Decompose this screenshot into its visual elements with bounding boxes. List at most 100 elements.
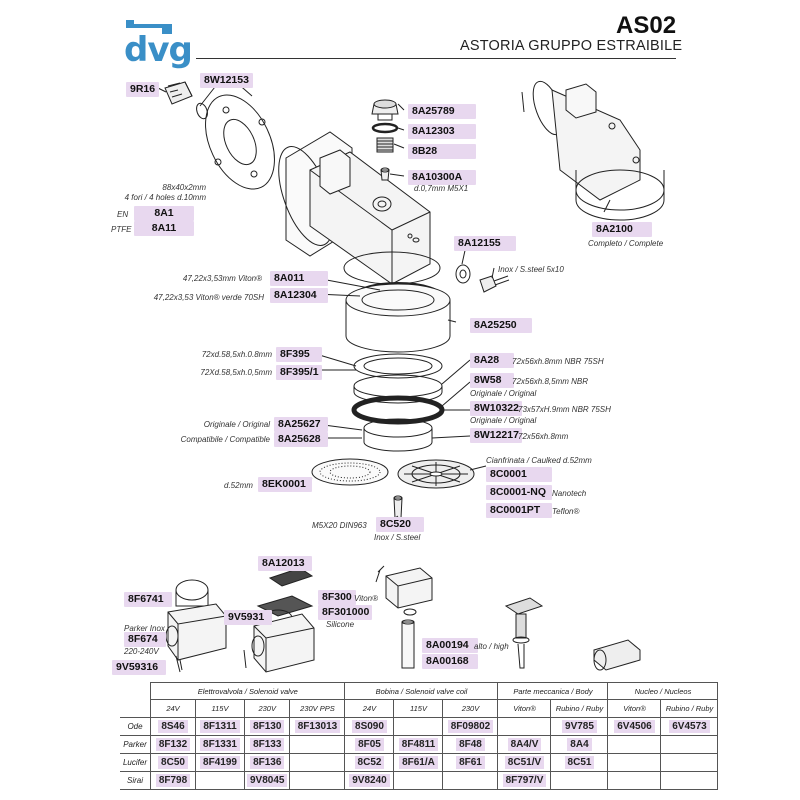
part-8A10300A[interactable]: 8A10300A	[408, 170, 476, 185]
cell-part-number[interactable]: 8C51/V	[504, 755, 545, 769]
part-8C520[interactable]: 8C520	[376, 517, 424, 532]
part-8F674[interactable]: 8F674	[124, 632, 166, 647]
cell-part-number[interactable]: 8F136	[250, 755, 285, 769]
part-8A00168[interactable]: 8A00168	[422, 654, 478, 669]
subhead: Viton®	[497, 699, 552, 718]
cell-part-number[interactable]: 8C52	[354, 755, 385, 769]
part-8A011[interactable]: 8A011	[270, 271, 328, 286]
title-divider	[196, 58, 676, 59]
logo: dvg	[122, 12, 193, 70]
part-8F3951[interactable]: 8F395/1	[276, 365, 322, 380]
cell-part-number[interactable]: 8A4/V	[507, 737, 542, 751]
part-8F300[interactable]: 8F300	[318, 590, 356, 605]
original-note-1: Originale / Original	[470, 389, 537, 398]
table-cell: 8F133	[243, 734, 291, 754]
part-8A2100-note: Completo / Complete	[588, 239, 664, 248]
part-8W10322[interactable]: 8W10322	[470, 401, 522, 416]
part-8C0001-NQ[interactable]: 8C0001-NQ	[486, 485, 552, 500]
subhead: Viton®	[607, 699, 662, 718]
subhead: 230V	[442, 699, 499, 718]
part-8F395[interactable]: 8F395	[276, 347, 322, 362]
cell-part-number[interactable]: 9V785	[562, 719, 597, 733]
table-row: Parker 8F132 8F1331 8F133 8F05 8F4811 8F48 8A4/…	[120, 734, 719, 754]
part-8A25250[interactable]: 8A25250	[470, 318, 532, 333]
original-note-2: Originale / Original	[470, 416, 537, 425]
part-8A1[interactable]: 8A1	[134, 206, 194, 221]
cell-part-number[interactable]: 9V8240	[349, 773, 390, 787]
table-cell	[660, 770, 719, 790]
table-cell	[289, 734, 346, 754]
cell-part-number[interactable]: 8F798	[155, 773, 191, 787]
table-cell: 8A4/V	[497, 734, 552, 754]
cell-part-number[interactable]: 6V4573	[669, 719, 710, 733]
row-label: Sirai	[120, 770, 151, 790]
cell-part-number[interactable]: 8A4	[567, 737, 592, 751]
cell-part-number[interactable]: 8S090	[352, 719, 387, 733]
table-cell	[550, 770, 609, 790]
part-8A12304[interactable]: 8A12304	[270, 288, 328, 303]
part-8A10300A-note: d.0,7mm M5X1	[414, 184, 469, 193]
part-8W12217-note: 72x56xh.8mm	[518, 432, 569, 441]
part-8F6741[interactable]: 8F6741	[124, 592, 172, 607]
page-title: ASTORIA GRUPPO ESTRAIBILE	[460, 38, 683, 54]
cell-part-number[interactable]: 8F1331	[200, 737, 240, 751]
part-8A11[interactable]: 8A11	[134, 221, 194, 236]
part-8EK0001[interactable]: 8EK0001	[258, 477, 312, 492]
part-9V5931[interactable]: 9V5931	[224, 610, 272, 625]
part-8A25627[interactable]: 8A25627	[274, 417, 328, 432]
gasket-note: 88x40x2mm 4 fori / 4 holes d.10mm	[124, 183, 206, 202]
part-8F301000[interactable]: 8F301000	[318, 605, 372, 620]
cell-part-number[interactable]: 8F61/A	[399, 755, 438, 769]
part-8A12155[interactable]: 8A12155	[454, 236, 516, 251]
flange-gasket-drawing	[205, 94, 275, 190]
cell-part-number[interactable]: 8F05	[355, 737, 384, 751]
cell-part-number[interactable]: 8F13013	[294, 719, 341, 733]
part-8W12153[interactable]: 8W12153	[200, 73, 253, 88]
part-8A25628[interactable]: 8A25628	[274, 432, 328, 447]
cell-part-number[interactable]: 8F797/V	[502, 773, 547, 787]
subhead: Rubino / Ruby	[660, 699, 719, 718]
part-8A12013[interactable]: 8A12013	[258, 556, 312, 571]
volt-note: 220-240V	[124, 647, 159, 656]
cell-part-number[interactable]: 8C50	[158, 755, 188, 769]
group-header-nucleus: Nucleo / Nucleos	[607, 682, 719, 700]
shower-screen-drawing	[397, 459, 475, 489]
part-8A28[interactable]: 8A28	[470, 353, 514, 368]
subhead: 230V PPS	[289, 699, 346, 718]
cell-part-number[interactable]: 8F4199	[200, 755, 240, 769]
part-9R16[interactable]: 9R16	[126, 82, 160, 97]
cell-part-number[interactable]: 8F61	[456, 755, 485, 769]
cell-part-number[interactable]: 8F09802	[447, 719, 494, 733]
part-8W12217[interactable]: 8W12217	[470, 428, 522, 443]
table-cell: 6V4573	[660, 716, 719, 736]
table-cell	[442, 770, 499, 790]
cell-part-number[interactable]: 8F132	[155, 737, 191, 751]
part-8A25789[interactable]: 8A25789	[408, 104, 476, 119]
part-8C0001PT[interactable]: 8C0001PT	[486, 503, 552, 518]
table-cell: 9V785	[550, 716, 609, 736]
cell-part-number[interactable]: 8S46	[158, 719, 188, 733]
row-label: Parker	[120, 734, 151, 754]
silicone-note: Silicone	[326, 620, 355, 629]
parker-note: Parker Inox	[124, 624, 165, 633]
cell-part-number[interactable]: 8F4811	[398, 737, 439, 751]
cell-part-number[interactable]: 8F130	[250, 719, 285, 733]
part-8F3951-note: 72Xd.58,5xh.0,5mm	[200, 368, 272, 377]
part-8B28[interactable]: 8B28	[408, 144, 476, 159]
part-8F395-note: 72xd.58,5xh.0.8mm	[201, 350, 272, 359]
part-9V59316[interactable]: 9V59316	[112, 660, 166, 675]
cell-part-number[interactable]: 9V8045	[247, 773, 288, 787]
cell-part-number[interactable]: 8F133	[250, 737, 285, 751]
part-8A12303[interactable]: 8A12303	[408, 124, 476, 139]
head-piece-drawing	[345, 283, 451, 353]
cell-part-number[interactable]: 8F1311	[200, 719, 240, 733]
part-8A00194[interactable]: 8A00194	[422, 638, 478, 653]
teflon-note: Teflon®	[552, 507, 580, 516]
cell-part-number[interactable]: 8F48	[456, 737, 485, 751]
part-8A2100[interactable]: 8A2100	[592, 222, 652, 237]
cell-part-number[interactable]: 8C51	[564, 755, 595, 769]
cell-part-number[interactable]: 6V4506	[614, 719, 655, 733]
subhead: 230V	[243, 699, 291, 718]
part-8W58[interactable]: 8W58	[470, 373, 514, 388]
part-8C0001[interactable]: 8C0001	[486, 467, 552, 482]
